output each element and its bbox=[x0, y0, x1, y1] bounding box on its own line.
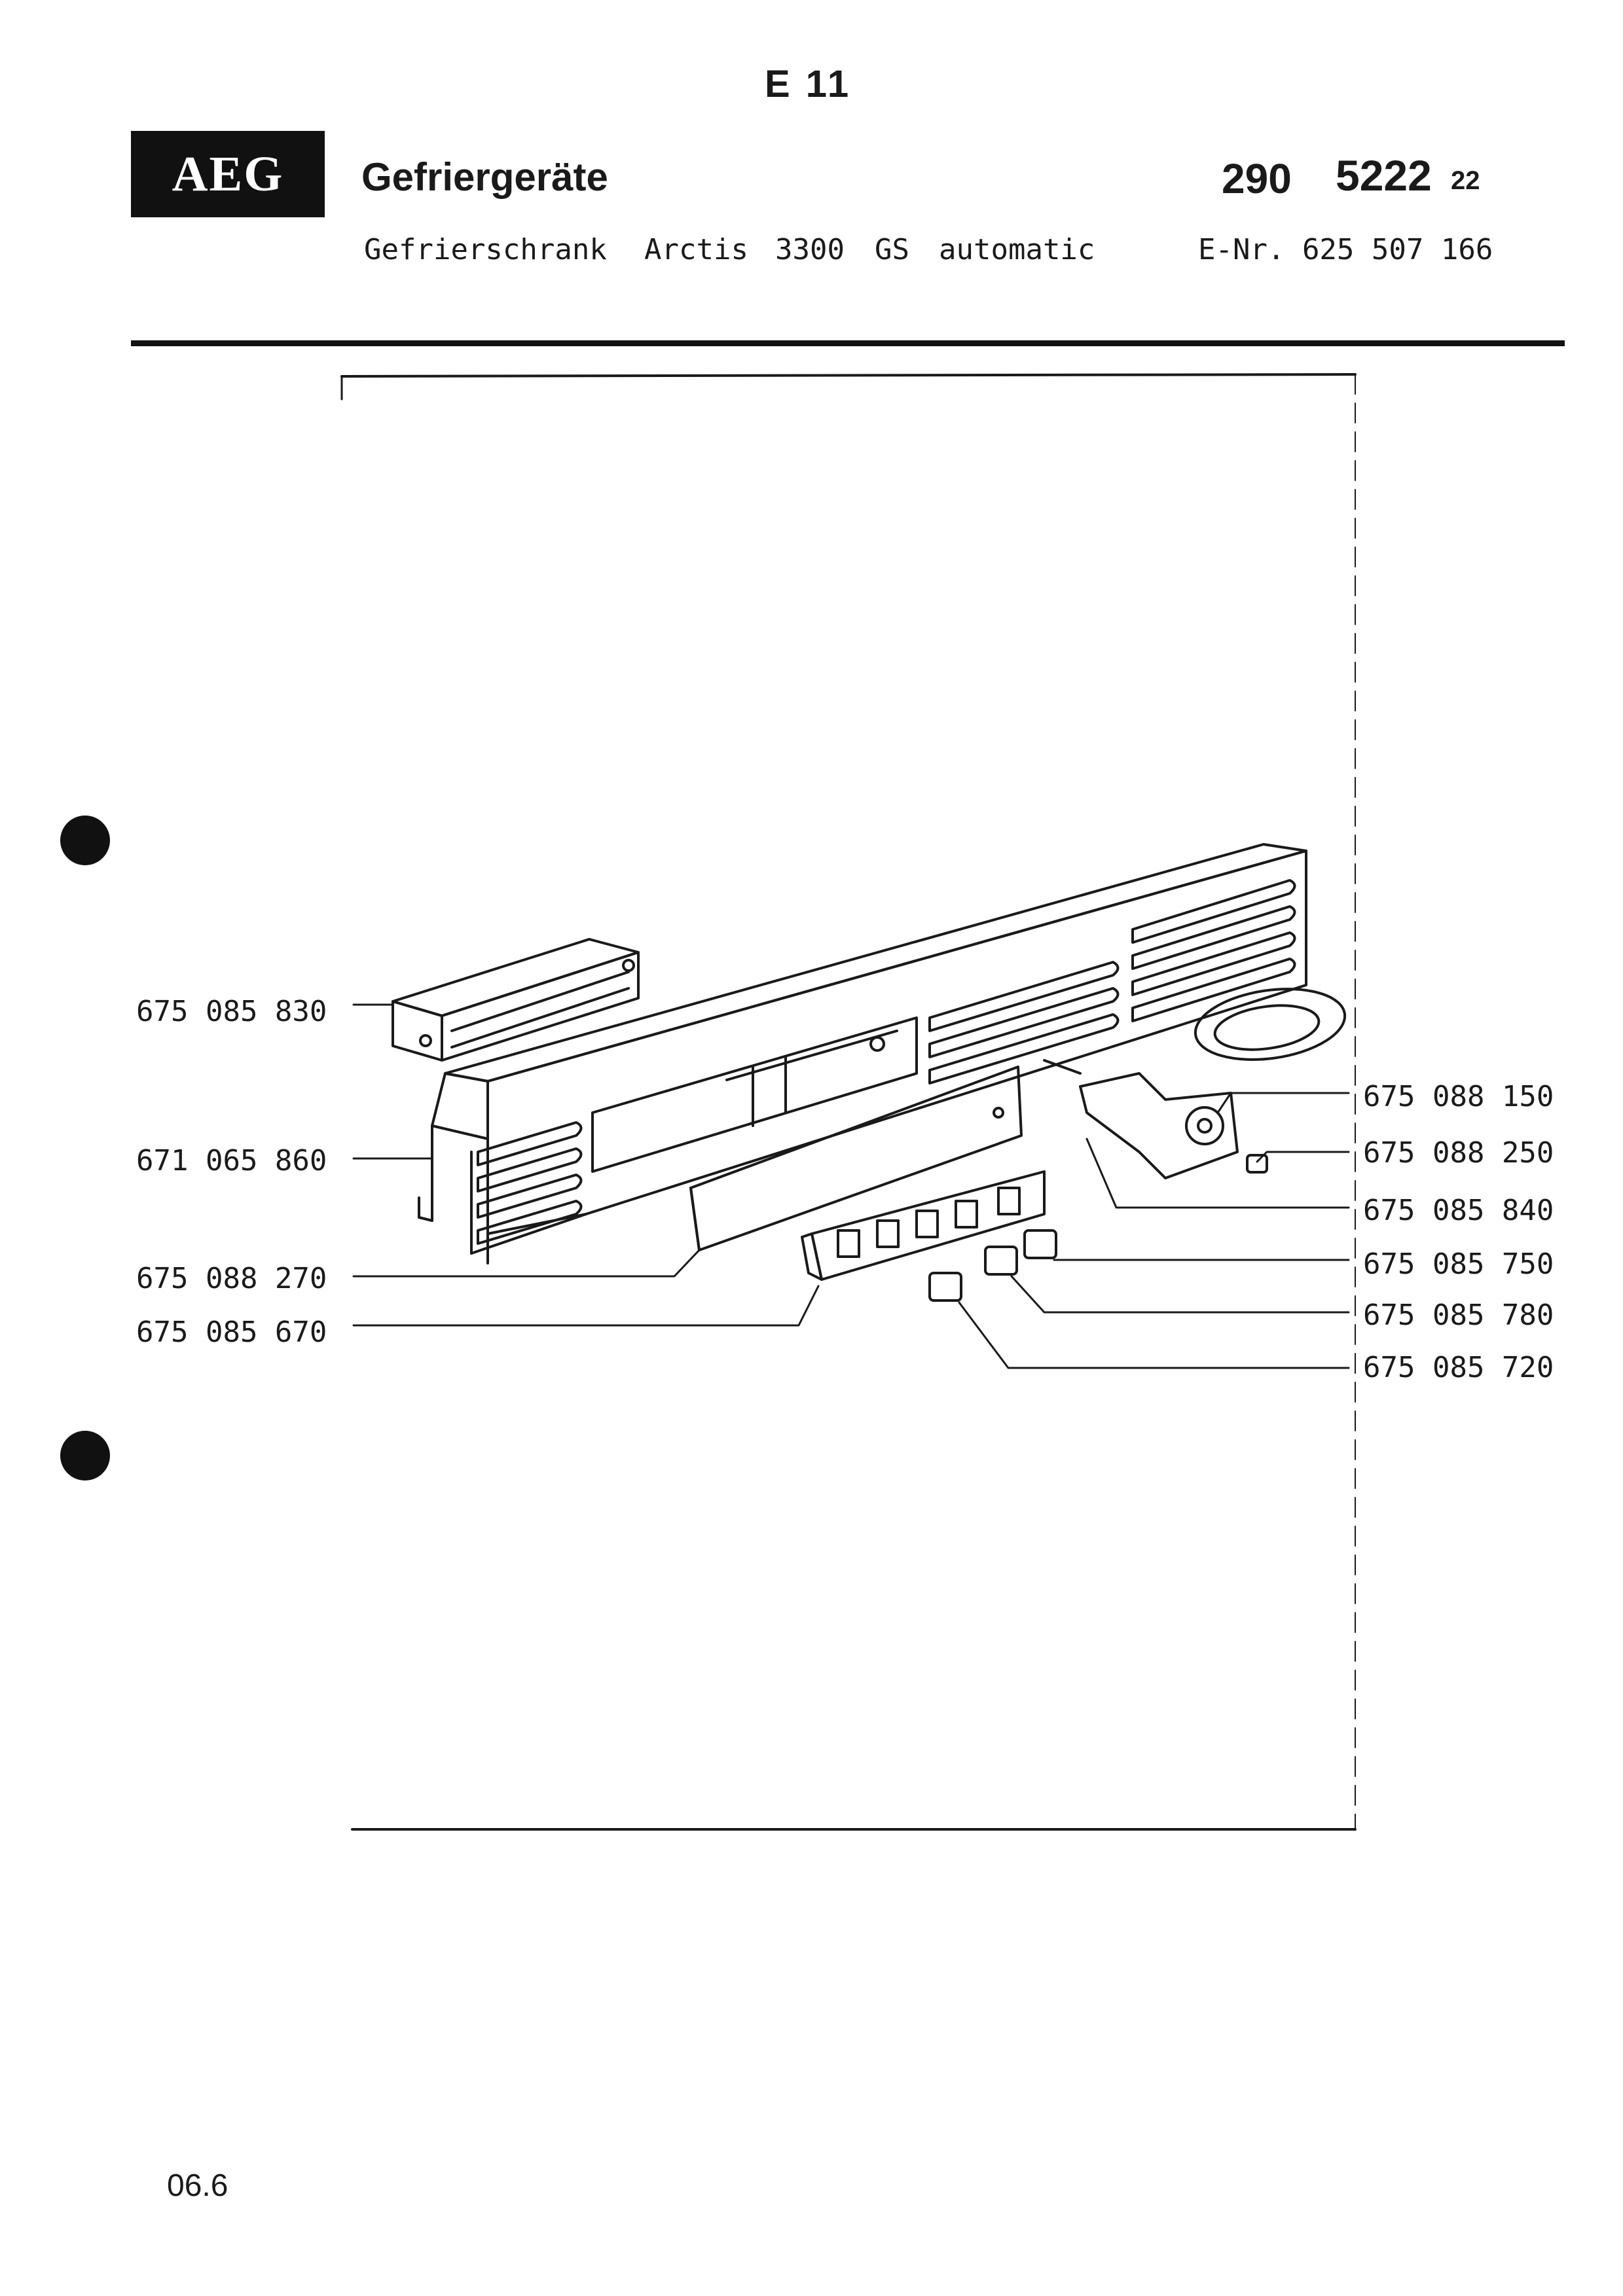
part-label: 671 065 860 bbox=[136, 1144, 327, 1177]
thermostat-part bbox=[1043, 988, 1347, 1179]
main-vent-panel bbox=[418, 843, 1307, 1265]
punch-hole bbox=[60, 816, 110, 865]
aeg-logo: AEG bbox=[131, 131, 325, 217]
vent-cover-part bbox=[392, 938, 640, 1062]
part-label: 675 085 750 bbox=[1363, 1247, 1554, 1281]
frame-line-top bbox=[340, 373, 1357, 378]
e-number: E-Nr. 625 507 166 bbox=[1198, 233, 1493, 266]
part-label: 675 085 840 bbox=[1363, 1194, 1554, 1227]
model-name: Arctis bbox=[644, 233, 748, 266]
model-variant: GS bbox=[875, 233, 909, 266]
part-label: 675 088 150 bbox=[1363, 1080, 1554, 1113]
product-type: Gefrierschrank bbox=[364, 233, 607, 266]
doc-number-prefix: 290 bbox=[1222, 155, 1292, 202]
header-rule bbox=[131, 340, 1565, 346]
model-number: 3300 bbox=[775, 233, 845, 266]
part-label: 675 088 250 bbox=[1363, 1136, 1554, 1170]
part-label: 675 088 270 bbox=[136, 1262, 327, 1295]
knob-parts bbox=[928, 1229, 1057, 1302]
model-feature: automatic bbox=[939, 233, 1095, 266]
doc-number-suffix: 22 bbox=[1451, 166, 1480, 195]
punch-hole bbox=[60, 1431, 110, 1480]
part-label: 675 085 780 bbox=[1363, 1299, 1554, 1332]
switch-housing-part bbox=[801, 1170, 1046, 1281]
part-label: 675 085 830 bbox=[136, 995, 327, 1028]
front-strip-part bbox=[689, 1066, 1023, 1251]
brand-text: AEG bbox=[172, 146, 284, 202]
section-code: E 11 bbox=[765, 63, 852, 105]
part-label: 675 085 720 bbox=[1363, 1351, 1554, 1384]
page-id: 06.6 bbox=[167, 2168, 228, 2203]
doc-number-main: 5222 bbox=[1336, 151, 1432, 200]
part-label: 675 085 670 bbox=[136, 1316, 327, 1349]
leader-lines bbox=[352, 1003, 1350, 1369]
category-title: Gefriergeräte bbox=[361, 155, 608, 199]
